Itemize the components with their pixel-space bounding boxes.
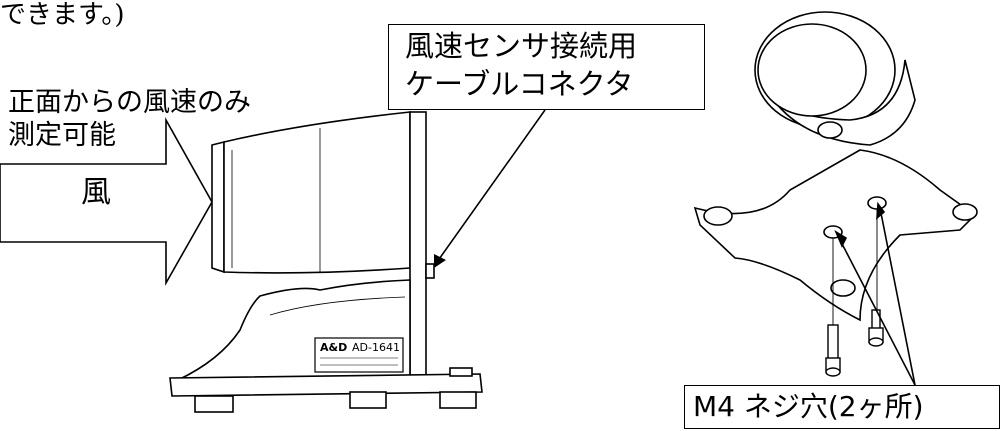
- wind-direction-note-line1: 正面からの風速のみ: [8, 87, 251, 118]
- wind-arrow: [0, 116, 213, 287]
- intro-text-fragment: できます。): [0, 0, 125, 30]
- connector-callout-line1: 風速センサ接続用: [405, 29, 638, 63]
- connector-callout-box: [388, 24, 705, 110]
- screw-center-lines: [832, 209, 878, 325]
- wind-direction-note-line2: 測定可能: [8, 120, 116, 151]
- screw-hole-leader-arrows: [834, 201, 916, 386]
- connector-callout-line2: ケーブルコネクタ: [405, 67, 634, 101]
- screw-hole-callout-label: M4 ネジ穴(2ヶ所): [693, 390, 924, 423]
- connector-leader-arrow: [434, 109, 546, 268]
- nameplate-brand: A&D: [320, 341, 347, 354]
- cylinder-detail: [231, 128, 406, 316]
- wind-arrow-label: 風: [81, 175, 111, 210]
- screw-hole-callout-box: [684, 385, 1000, 429]
- nameplate-model: AD-1641: [352, 341, 400, 354]
- screw-parts: [825, 309, 884, 377]
- sensor-perspective-view: [693, 11, 978, 322]
- device-nameplate: A&D AD-1641: [314, 337, 404, 373]
